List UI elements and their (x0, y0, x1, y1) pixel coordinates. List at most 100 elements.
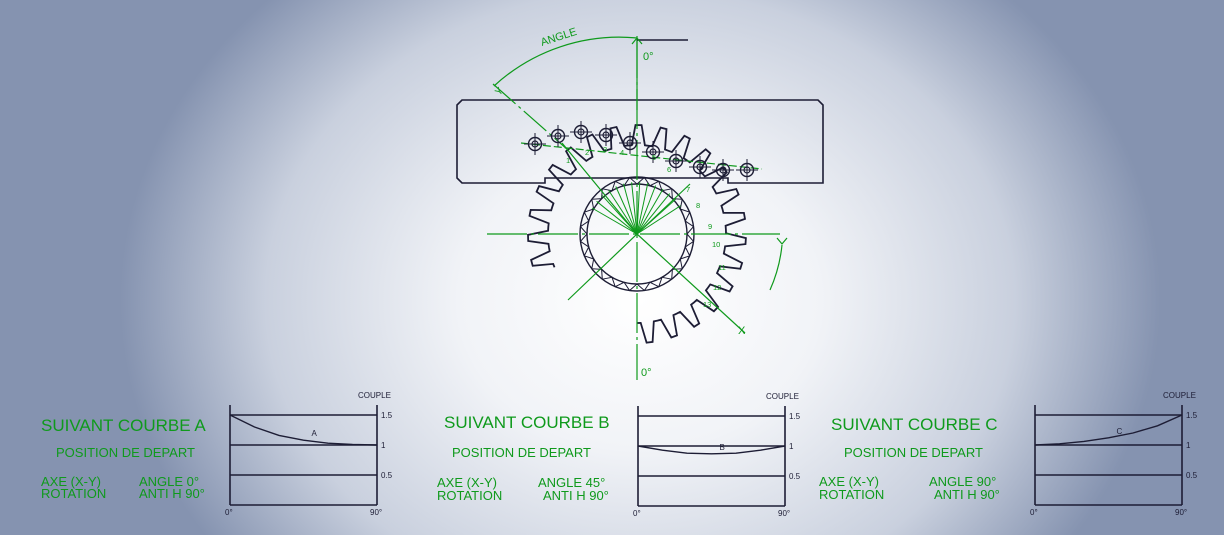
chart-y-tick-label: 1 (1186, 441, 1191, 450)
chart-x-tick-label: 90° (778, 509, 790, 518)
panel-a-direction-label: ANTI H 90° (139, 486, 205, 501)
panel-c-rotation-label: ROTATION (819, 487, 885, 502)
chart-x-tick-label: 90° (1175, 508, 1187, 517)
roller-outer (598, 127, 614, 143)
roller-inner (602, 131, 610, 139)
roller-inner (719, 166, 727, 174)
tooth-number-label: 5 (652, 153, 656, 162)
chart-a: 1.5 1 0.5 COUPLE 0° 90° A (225, 391, 393, 517)
chart-series-line (1034, 414, 1183, 446)
gear-outline (527, 124, 747, 344)
tooth-number-label: 11 (718, 263, 726, 272)
tooth-number-label: 7 (686, 185, 690, 194)
roller-outer (715, 162, 731, 178)
chart-x-tick-label: 0° (225, 508, 233, 517)
panel-c-angle-label: ANGLE 90° (929, 474, 997, 489)
panel-b-angle-label: ANGLE 45° (538, 475, 606, 490)
panel-b-title: SUIVANT COURBE B (444, 413, 610, 432)
zero-top-label: 0° (643, 51, 654, 63)
roller-inner (531, 140, 539, 148)
panel-a-subtitle: POSITION DE DEPART (56, 445, 195, 460)
fan-line (623, 183, 638, 235)
chart-y-tick-label: 0.5 (1186, 471, 1198, 480)
panel-c-title: SUIVANT COURBE C (831, 415, 998, 434)
panel-b-rotation-label: ROTATION (437, 488, 503, 503)
arrow-top (631, 37, 643, 45)
fan-line (601, 195, 638, 235)
panel-c-axis-label: AXE (X-Y) (819, 474, 879, 489)
roller-outer (668, 153, 684, 169)
angle-arc (493, 36, 638, 87)
panel-b-subtitle: POSITION DE DEPART (452, 445, 591, 460)
panel-a-angle-label: ANGLE 0° (139, 474, 200, 489)
fan-line (596, 200, 638, 235)
chart-y-tick-label: 1.5 (381, 411, 393, 420)
fan-line (636, 182, 641, 235)
chart-y-axis-label: COUPLE (1163, 391, 1196, 400)
chart-y-axis-label: COUPLE (358, 391, 391, 400)
fan-lines (591, 182, 681, 235)
tooth-number-label: 9 (708, 222, 712, 231)
chart-series-label: C (1117, 427, 1123, 436)
chart-y-tick-label: 1 (789, 442, 794, 451)
chart-series-label: A (312, 429, 318, 438)
roller-outer (622, 135, 638, 151)
tooth-number-label: 12 (713, 283, 721, 292)
chart-y-tick-label: 0.5 (381, 471, 393, 480)
panel-c-subtitle: POSITION DE DEPART (844, 445, 983, 460)
roller-inner (626, 139, 634, 147)
roller-inner (743, 166, 751, 174)
chart-series-line (229, 414, 378, 446)
chart-series-label: B (720, 443, 725, 452)
zero-bottom-label: 0° (641, 367, 652, 379)
diagonal-axis-back (567, 233, 638, 301)
chart-x-tick-label: 90° (370, 508, 382, 517)
fan-line (631, 182, 638, 235)
tooth-number-label: 1 (566, 156, 570, 165)
arrow-rotation (776, 237, 788, 245)
fan-line (636, 185, 657, 235)
tooth-number-label: 10 (712, 240, 720, 249)
panel-c-direction-label: ANTI H 90° (934, 487, 1000, 502)
tooth-number-label: 8 (696, 201, 700, 210)
fan-line (636, 193, 671, 235)
roller-inner (649, 148, 657, 156)
panel-b-axis-label: AXE (X-Y) (437, 475, 497, 490)
fan-line (636, 205, 681, 235)
chart-x-tick-label: 0° (633, 509, 641, 518)
roller-outer (573, 124, 589, 140)
chart-y-axis-label: COUPLE (766, 392, 799, 401)
roller-inner (672, 157, 680, 165)
chart-y-tick-label: 1 (381, 441, 386, 450)
chart-x-tick-label: 0° (1030, 508, 1038, 517)
fan-line (636, 188, 664, 235)
reference-axis (492, 83, 569, 151)
fan-line (591, 207, 638, 235)
chart-b: 1.5 1 0.5 COUPLE 0° 90° B (633, 392, 801, 518)
rotation-arc (769, 244, 783, 291)
chart-y-tick-label: 1.5 (1186, 411, 1198, 420)
tooth-number-label: 6 (667, 165, 671, 174)
diagonal-axis-x (636, 233, 746, 334)
panel-a-title: SUIVANT COURBE A (41, 416, 206, 435)
panel-a-axis-label: AXE (X-Y) (41, 474, 101, 489)
roller-outer (527, 136, 543, 152)
tooth-number-label: 3 (603, 145, 607, 154)
roller-inner (696, 163, 704, 171)
rack-pitch-line (520, 142, 763, 170)
roller-outer (739, 162, 755, 178)
panel-b-direction-label: ANTI H 90° (543, 488, 609, 503)
tooth-number-label: 4 (620, 148, 624, 157)
chart-y-tick-label: 0.5 (789, 472, 801, 481)
chart-c: 1.5 1 0.5 COUPLE 0° 90° C (1030, 391, 1198, 517)
tooth-number-label: 2 (585, 148, 589, 157)
chart-y-tick-label: 1.5 (789, 412, 801, 421)
chart-series-line (637, 445, 786, 455)
roller-outer (550, 128, 566, 144)
axis-x-label: X (738, 325, 746, 337)
roller-inner (577, 128, 585, 136)
fan-line (608, 190, 638, 235)
